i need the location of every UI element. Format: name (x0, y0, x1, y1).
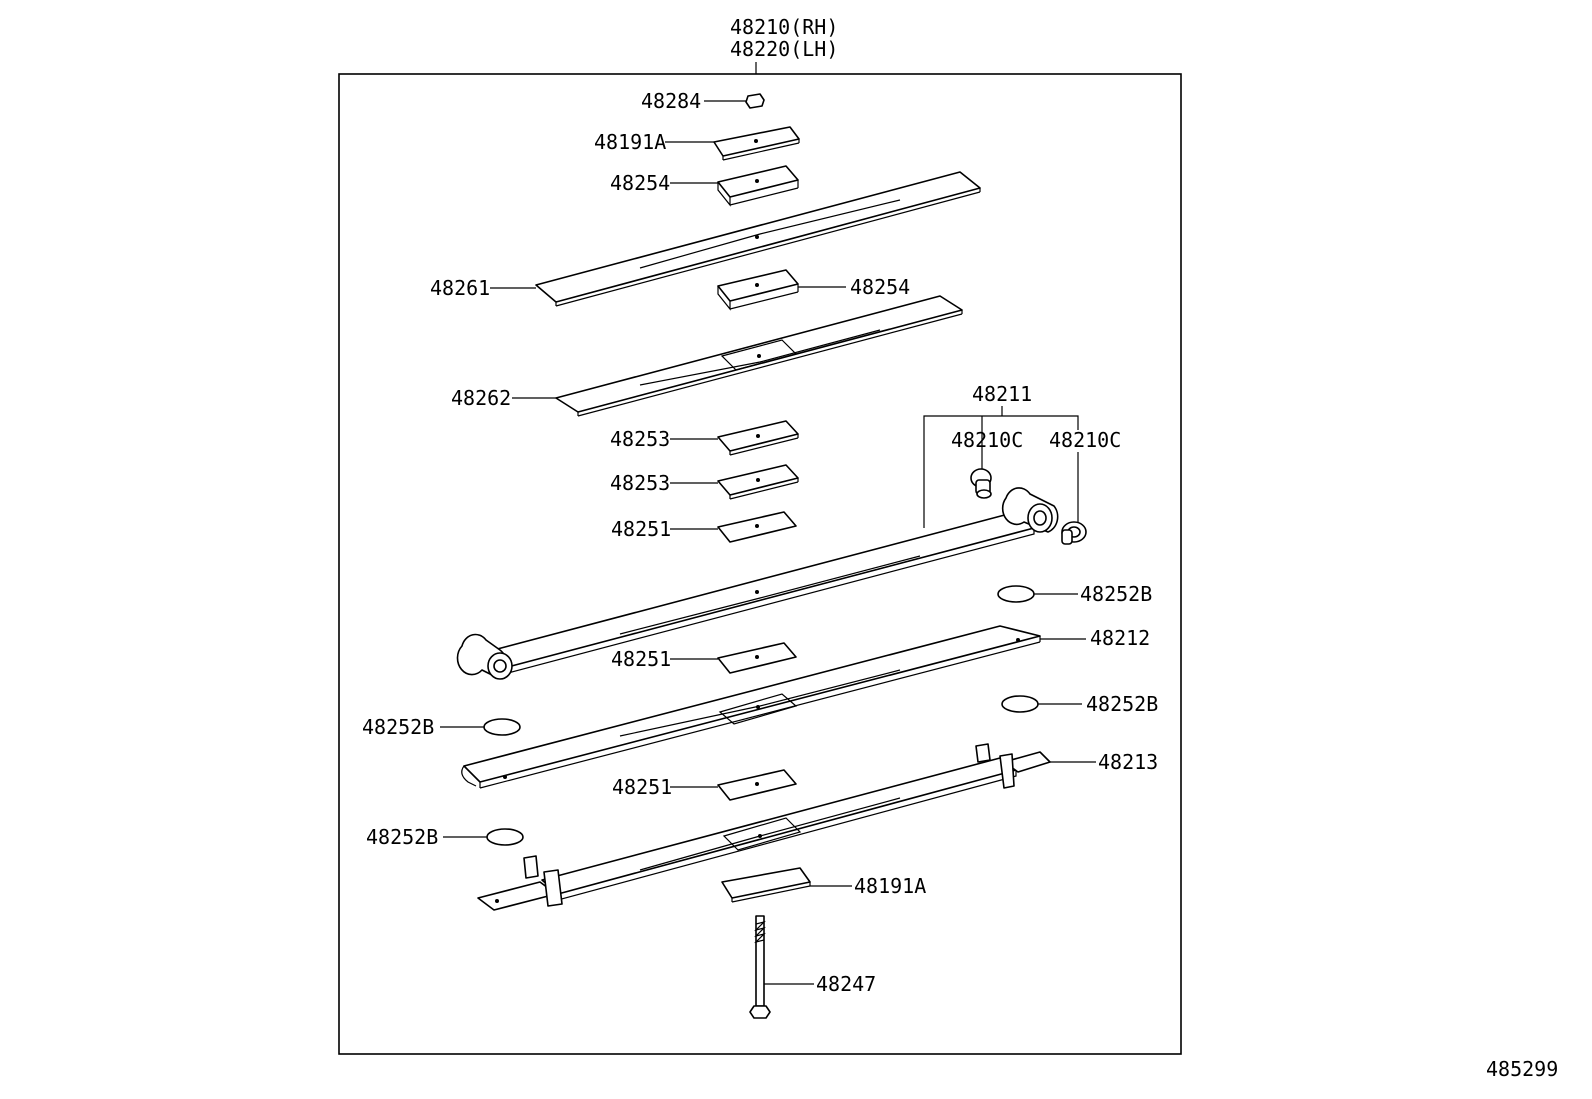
part-48253-plate-a[interactable] (670, 420, 799, 456)
part-48262-leaf[interactable] (512, 295, 963, 417)
assembly-number-rh: 48210(RH) (730, 15, 838, 39)
callout-48252B-b: 48252B (1086, 692, 1158, 716)
part-48254-mid-clip-plate[interactable] (717, 269, 846, 311)
callout-48253-b: 48253 (610, 471, 670, 495)
part-main-leaf-with-eyes[interactable] (456, 487, 1059, 680)
callout-48210C-right: 48210C (1049, 428, 1121, 452)
part-48210C-bushing-left[interactable] (970, 468, 992, 499)
callout-48211: 48211 (972, 382, 1032, 406)
callout-48251-b: 48251 (611, 647, 671, 671)
part-48261-leaf[interactable] (490, 171, 981, 307)
assembly-number-lh: 48220(LH) (730, 37, 838, 61)
part-48284-nut[interactable] (704, 93, 765, 109)
callout-48191A-top: 48191A (594, 130, 666, 154)
part-48247-center-bolt[interactable] (749, 915, 814, 1019)
part-48191A-bottom-plate[interactable] (721, 867, 852, 903)
callout-48213: 48213 (1098, 750, 1158, 774)
part-48212-leaf[interactable] (461, 625, 1086, 789)
callout-48262: 48262 (451, 386, 511, 410)
part-48254-top-clip-plate[interactable] (670, 165, 799, 207)
callout-48254-top: 48254 (610, 171, 670, 195)
part-48252B-pad-d[interactable] (443, 828, 524, 846)
callout-48252B-a: 48252B (1080, 582, 1152, 606)
part-48213-leaf-with-clamps[interactable] (477, 743, 1096, 911)
callout-48252B-c: 48252B (362, 715, 434, 739)
part-48211-bracket (923, 406, 1079, 528)
callout-48212: 48212 (1090, 626, 1150, 650)
callout-48252B-d: 48252B (366, 825, 438, 849)
callout-48253-a: 48253 (610, 427, 670, 451)
callout-48191A-bottom: 48191A (854, 874, 926, 898)
part-48251-plate-a[interactable] (670, 511, 797, 543)
part-48252B-pad-b[interactable] (1001, 695, 1082, 713)
callout-48284: 48284 (641, 89, 701, 113)
callout-48254-mid: 48254 (850, 275, 910, 299)
part-48253-plate-b[interactable] (670, 464, 799, 500)
part-48251-plate-b[interactable] (670, 642, 797, 674)
part-48252B-pad-a[interactable] (997, 585, 1078, 603)
part-48191A-top-plate[interactable] (665, 126, 800, 161)
callout-48251-c: 48251 (612, 775, 672, 799)
part-48210C-bushing-right[interactable] (1061, 521, 1087, 545)
callout-48247: 48247 (816, 972, 876, 996)
part-48252B-pad-c[interactable] (440, 718, 521, 736)
assembly-frame (338, 73, 1182, 1055)
illustration-code: 485299 (1486, 1057, 1558, 1081)
callout-48210C-left: 48210C (951, 428, 1023, 452)
part-48251-plate-c[interactable] (670, 769, 797, 801)
callout-48251-a: 48251 (611, 517, 671, 541)
callout-48261: 48261 (430, 276, 490, 300)
